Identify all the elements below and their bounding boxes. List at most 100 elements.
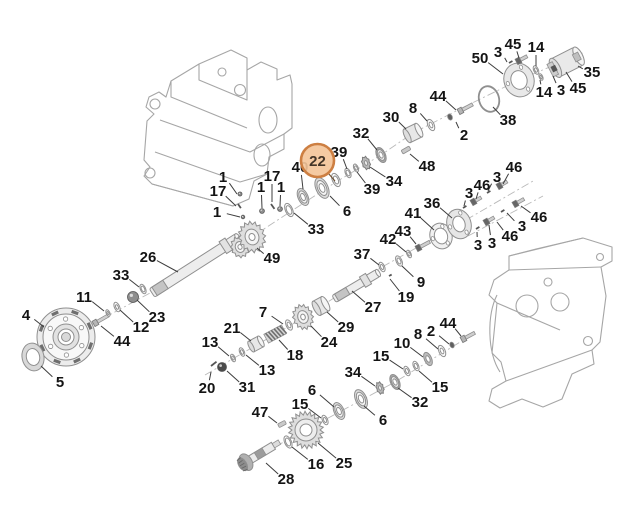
- part-label-46[interactable]: 46: [506, 159, 523, 176]
- part-label-49[interactable]: 49: [264, 250, 281, 267]
- part-label-23[interactable]: 23: [149, 309, 166, 326]
- part-washer: [321, 414, 329, 426]
- part-label-37[interactable]: 37: [354, 246, 371, 263]
- leader-line: [128, 279, 140, 288]
- part-label-42[interactable]: 42: [380, 231, 397, 248]
- part-label-44[interactable]: 44: [114, 333, 131, 350]
- part-label-32[interactable]: 32: [353, 125, 370, 142]
- part-label-24[interactable]: 24: [321, 334, 338, 351]
- parts-layer: [21, 46, 585, 472]
- part-label-19[interactable]: 19: [398, 289, 415, 306]
- part-label-14[interactable]: 14: [528, 39, 545, 56]
- part-label-26[interactable]: 26: [140, 249, 157, 266]
- part-star-washer: [375, 381, 385, 395]
- leader-line: [492, 106, 501, 116]
- part-label-15[interactable]: 15: [432, 379, 449, 396]
- leader-line: [291, 446, 309, 460]
- part-label-33[interactable]: 33: [308, 221, 325, 238]
- part-bolt: [495, 179, 509, 191]
- part-washer: [238, 347, 246, 357]
- part-ball: [127, 291, 139, 303]
- part-label-12[interactable]: 12: [133, 319, 150, 336]
- part-label-39[interactable]: 39: [364, 181, 381, 198]
- part-label-44[interactable]: 44: [440, 315, 457, 332]
- part-label-18[interactable]: 18: [287, 347, 304, 364]
- part-label-2[interactable]: 2: [427, 323, 435, 340]
- part-label-2[interactable]: 2: [460, 127, 468, 144]
- part-label-29[interactable]: 29: [338, 319, 355, 336]
- part-label-46[interactable]: 46: [502, 228, 519, 245]
- part-label-1[interactable]: 1: [277, 179, 285, 196]
- part-label-7[interactable]: 7: [259, 304, 267, 321]
- part-label-36[interactable]: 36: [424, 195, 441, 212]
- part-label-27[interactable]: 27: [365, 299, 382, 316]
- part-label-3[interactable]: 3: [518, 218, 526, 235]
- leader-line: [506, 212, 515, 222]
- part-label-6[interactable]: 6: [379, 412, 387, 429]
- part-label-8[interactable]: 8: [414, 326, 422, 343]
- part-label-15[interactable]: 15: [292, 396, 309, 413]
- part-label-50[interactable]: 50: [472, 50, 489, 67]
- highlighted-part-number[interactable]: 22: [309, 153, 326, 170]
- part-label-3[interactable]: 3: [557, 82, 565, 99]
- part-label-17[interactable]: 17: [264, 168, 281, 185]
- part-label-30[interactable]: 30: [383, 109, 400, 126]
- part-label-3[interactable]: 3: [488, 235, 496, 252]
- part-bearing: [354, 389, 368, 409]
- part-label-10[interactable]: 10: [394, 335, 411, 352]
- part-label-3[interactable]: 3: [474, 237, 482, 254]
- part-label-4[interactable]: 4: [22, 307, 31, 324]
- part-label-9[interactable]: 9: [417, 274, 425, 291]
- part-bearing: [314, 177, 330, 199]
- part-label-3[interactable]: 3: [493, 169, 501, 186]
- leader-line: [577, 65, 584, 70]
- part-label-14[interactable]: 14: [536, 84, 553, 101]
- leader-line: [310, 325, 322, 338]
- part-ball: [277, 206, 283, 212]
- part-label-32[interactable]: 32: [412, 394, 429, 411]
- part-label-45[interactable]: 45: [505, 36, 522, 53]
- part-label-1[interactable]: 1: [213, 204, 221, 221]
- part-label-48[interactable]: 48: [419, 158, 436, 175]
- part-label-43[interactable]: 43: [395, 223, 412, 240]
- part-label-3[interactable]: 3: [465, 185, 473, 202]
- part-label-45[interactable]: 45: [570, 80, 587, 97]
- part-label-15[interactable]: 15: [373, 348, 390, 365]
- part-label-16[interactable]: 16: [308, 456, 325, 473]
- part-label-6[interactable]: 6: [308, 382, 316, 399]
- part-label-35[interactable]: 35: [584, 64, 601, 81]
- part-label-20[interactable]: 20: [199, 380, 216, 397]
- part-label-6[interactable]: 6: [343, 203, 351, 220]
- part-label-13[interactable]: 13: [259, 362, 276, 379]
- part-flange: [429, 222, 453, 250]
- part-label-25[interactable]: 25: [336, 455, 353, 472]
- leader-line: [217, 346, 230, 357]
- part-label-8[interactable]: 8: [409, 100, 417, 117]
- part-label-46[interactable]: 46: [474, 177, 491, 194]
- part-label-21[interactable]: 21: [224, 320, 241, 337]
- part-label-34[interactable]: 34: [386, 173, 403, 190]
- part-label-34[interactable]: 34: [345, 364, 362, 381]
- part-label-31[interactable]: 31: [239, 379, 256, 396]
- part-label-28[interactable]: 28: [278, 471, 295, 488]
- leader-line: [539, 79, 542, 85]
- leader-line: [225, 195, 237, 207]
- part-label-47[interactable]: 47: [252, 404, 269, 421]
- part-label-17[interactable]: 17: [210, 183, 227, 200]
- part-label-1[interactable]: 1: [219, 169, 227, 186]
- part-flange: [446, 208, 472, 240]
- part-label-33[interactable]: 33: [113, 267, 130, 284]
- part-label-13[interactable]: 13: [202, 334, 219, 351]
- part-ball: [259, 208, 265, 214]
- leader-line: [455, 121, 460, 129]
- part-label-41[interactable]: 41: [405, 205, 422, 222]
- part-label-11[interactable]: 11: [76, 289, 92, 306]
- part-label-44[interactable]: 44: [430, 88, 447, 105]
- highlighted-part-marker[interactable]: [299, 142, 336, 179]
- part-label-5[interactable]: 5: [56, 374, 64, 391]
- part-label-1[interactable]: 1: [257, 179, 265, 196]
- part-label-3[interactable]: 3: [494, 44, 502, 61]
- part-label-38[interactable]: 38: [500, 112, 517, 129]
- part-label-46[interactable]: 46: [531, 209, 548, 226]
- part-washer: [405, 249, 413, 259]
